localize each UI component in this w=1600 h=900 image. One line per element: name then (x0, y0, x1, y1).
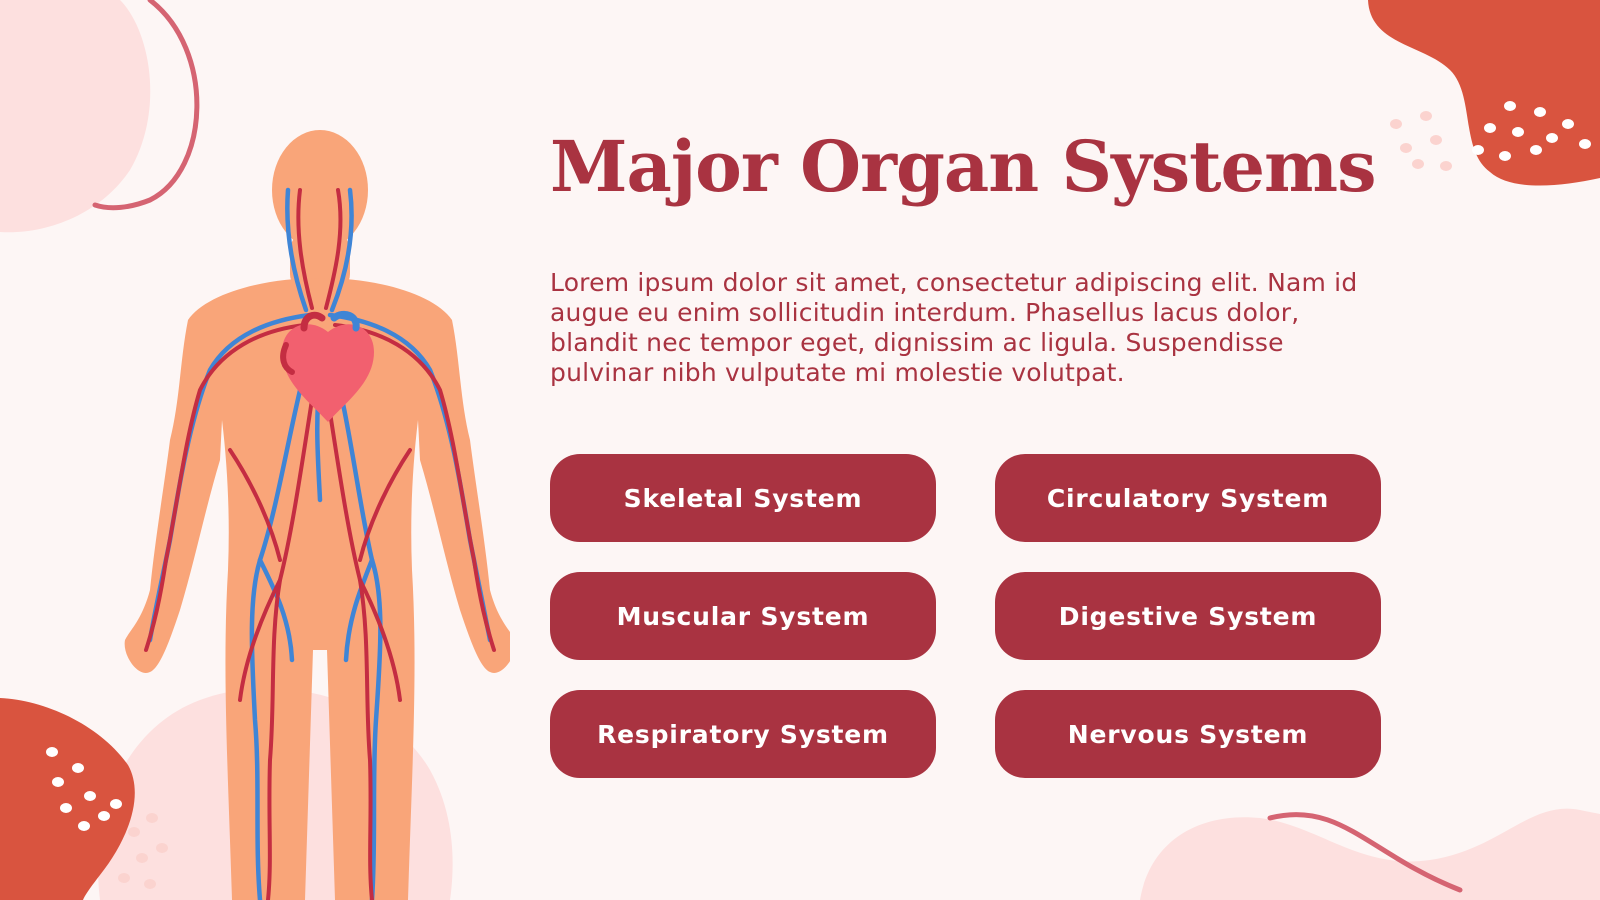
bottom-right-arc (1267, 811, 1463, 893)
respiratory-system-button[interactable]: Respiratory System (550, 690, 936, 778)
bottom-right-pink-blob (1140, 808, 1600, 900)
top-right-dots (1472, 101, 1591, 161)
circulatory-system-button[interactable]: Circulatory System (995, 454, 1381, 542)
bottom-left-dots (46, 747, 122, 831)
nervous-system-button[interactable]: Nervous System (995, 690, 1381, 778)
top-left-pink-blob (0, 0, 151, 233)
heart-icon (280, 310, 374, 422)
top-right-coral-blob (1368, 0, 1600, 186)
page-title: Major Organ Systems (550, 125, 1377, 208)
description-text: Lorem ipsum dolor sit amet, consectetur … (550, 268, 1358, 387)
muscular-system-button[interactable]: Muscular System (550, 572, 936, 660)
body-silhouette (124, 130, 510, 900)
human-circulatory-figure-icon (124, 130, 510, 900)
digestive-system-button[interactable]: Digestive System (995, 572, 1381, 660)
bottom-left-faint-dots (118, 813, 168, 889)
top-right-faint-dots (1390, 111, 1452, 171)
bottom-left-coral-blob (0, 698, 135, 900)
top-left-outline-arc (92, 0, 200, 211)
arteries (144, 188, 496, 900)
skeletal-system-button[interactable]: Skeletal System (550, 454, 936, 542)
